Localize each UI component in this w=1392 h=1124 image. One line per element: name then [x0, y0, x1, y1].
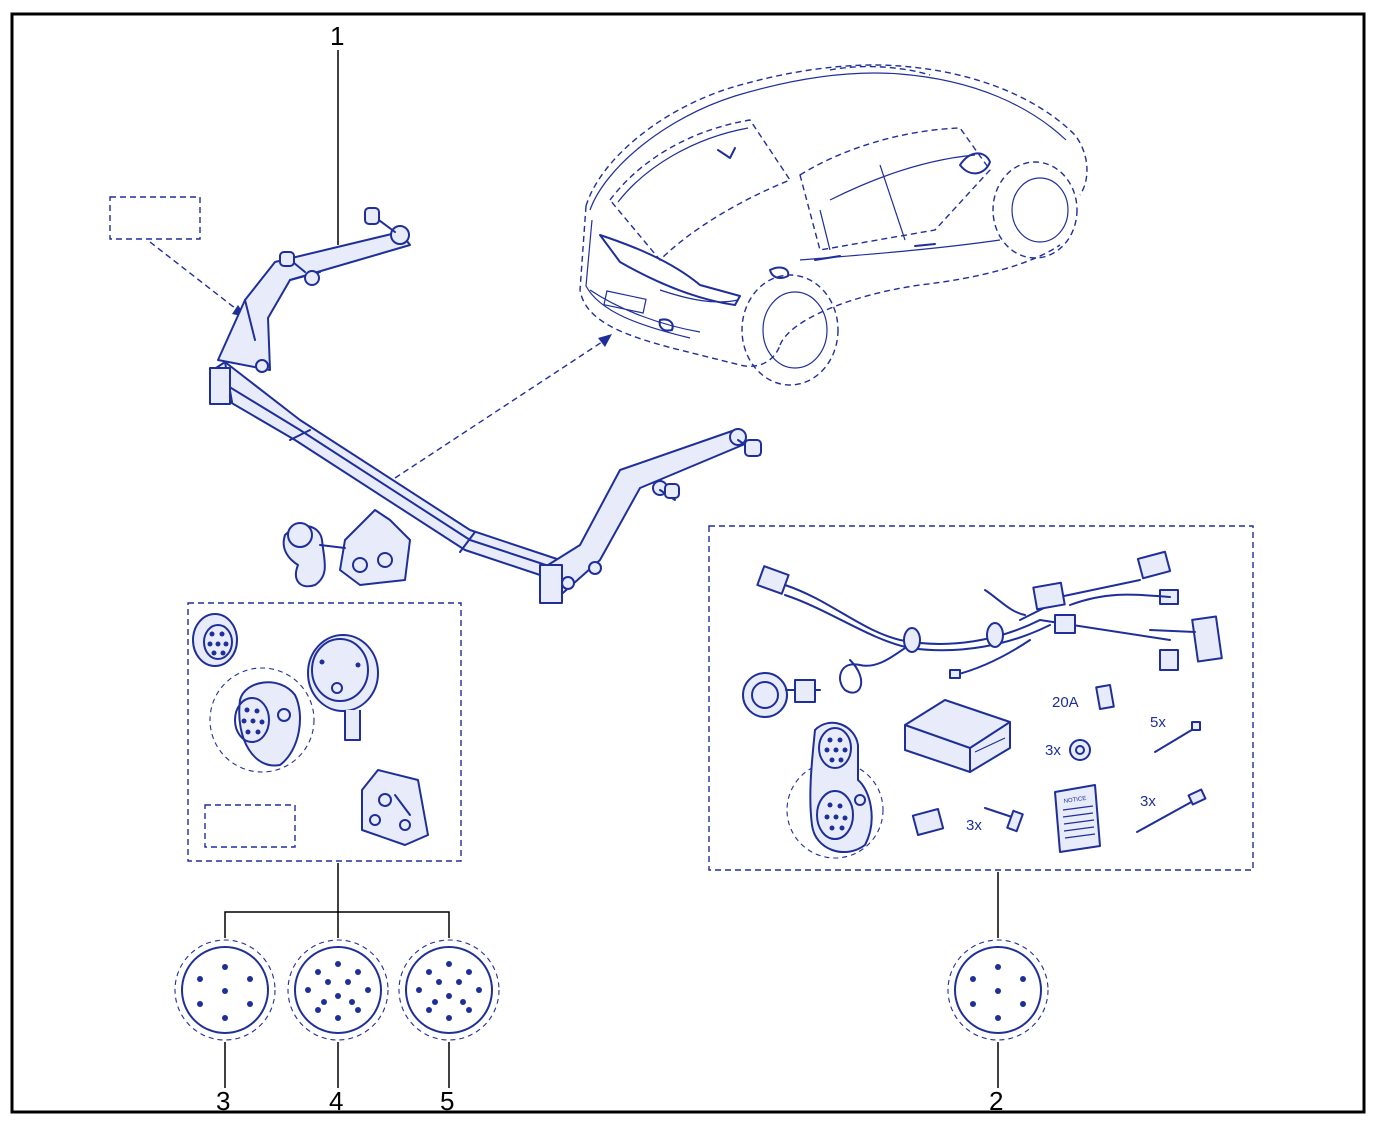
drawing-frame [10, 12, 1366, 1114]
reference-label-box-top [109, 196, 246, 317]
bolt-qty-label: 3x [966, 817, 982, 834]
electronic-module [904, 699, 1011, 773]
socket-with-cap [209, 667, 315, 773]
cable-tie-small: 5x [1150, 714, 1201, 753]
fuse-rating-label: 20A [1052, 694, 1079, 711]
socket-bracket-with-screws [361, 769, 429, 846]
tow-bar-assembly [209, 207, 762, 604]
nut: 3x [1045, 739, 1091, 761]
callout-4: 4 [329, 1086, 343, 1116]
leader-lines [224, 50, 999, 1088]
callout-5: 5 [440, 1086, 454, 1116]
cable-tie-large-qty-label: 3x [1140, 793, 1156, 810]
cable-tie-large: 3x [1136, 788, 1207, 833]
callout-2: 2 [989, 1086, 1003, 1116]
socket-mounting-plate [307, 634, 379, 741]
harness-socket-with-cap [786, 721, 884, 859]
mount-arrow-bar-to-vehicle [394, 334, 612, 479]
socket-face-4 [287, 939, 389, 1041]
nut-qty-label: 3x [1045, 742, 1061, 759]
socket-face-5 [398, 939, 500, 1041]
bolt: 3x [966, 807, 1024, 834]
socket-cover-7pin [192, 613, 238, 667]
cable-tie-small-qty-label: 5x [1150, 714, 1166, 731]
callout-1: 1 [330, 21, 344, 51]
harness-kit-box: 20A 3x 5x [708, 525, 1254, 871]
callout-3: 3 [216, 1086, 230, 1116]
socket-face-2 [947, 939, 1049, 1041]
socket-face-3 [174, 939, 276, 1041]
wiring-harness [742, 550, 1223, 718]
notice-booklet: NOTICE [1054, 784, 1101, 853]
connector-block [911, 807, 945, 837]
socket-kit-box [187, 602, 462, 862]
reference-label-box-socket [204, 804, 296, 848]
notice-label: NOTICE [1063, 796, 1086, 805]
vehicle-outline [579, 64, 1088, 386]
fuse-20a: 20A [1052, 683, 1115, 711]
